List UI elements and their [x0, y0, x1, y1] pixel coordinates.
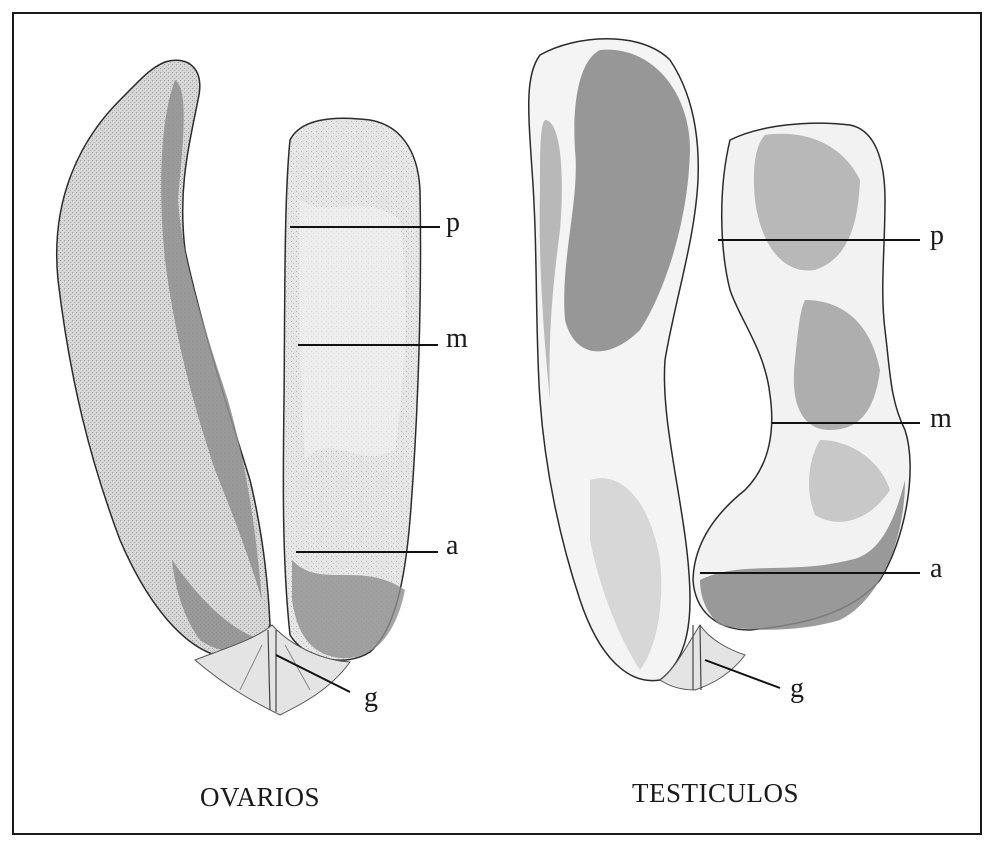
testis-label-g: g [790, 675, 804, 703]
ovary-right-lobe [283, 118, 420, 660]
testis-label-p: p [930, 222, 944, 250]
testis-left-lobe [529, 39, 699, 681]
ovarios-caption: OVARIOS [200, 784, 320, 811]
testis-right-lobe [693, 123, 910, 630]
ovary-label-a: a [446, 532, 458, 560]
testiculos-caption: TESTICULOS [632, 780, 799, 807]
ovary-label-m: m [446, 325, 468, 353]
testis-label-a: a [930, 555, 942, 583]
ovary-label-g: g [364, 684, 378, 712]
testis-label-m: m [930, 405, 952, 433]
ovary-left-lobe [57, 60, 270, 656]
ovary-label-p: p [446, 209, 460, 237]
